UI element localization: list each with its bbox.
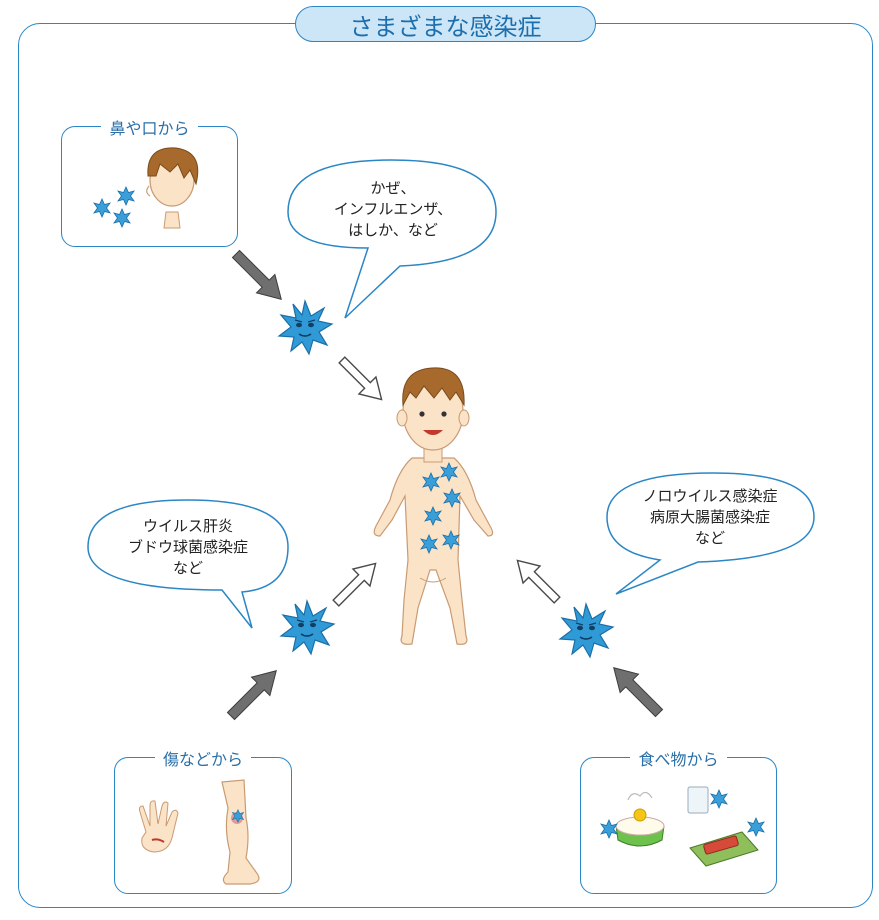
arrow-nose-to-germ — [226, 244, 291, 309]
diagram-title: さまざまな感染症 — [295, 6, 596, 42]
bubble-wound — [87, 499, 289, 629]
disease-list-airborne: かぜ、 インフルエンザ、 はしか、など — [298, 178, 488, 241]
arrow-wound-to-germ — [221, 661, 286, 726]
arrow-germ-to-body-left — [326, 554, 385, 613]
disease-list-wound: ウイルス肝炎 ブドウ球菌感染症 など — [92, 516, 284, 579]
source-box-nose-mouth: 鼻や口から — [61, 119, 238, 247]
child-figure — [373, 367, 494, 645]
bubble-airborne — [287, 159, 497, 319]
disease-airborne-line-1: かぜ、 — [370, 179, 416, 197]
arrow-germ-to-body-top — [332, 350, 391, 409]
disease-food-line-1: ノロウイルス感染症 — [642, 487, 778, 505]
disease-list-food: ノロウイルス感染症 病原大腸菌感染症 など — [610, 486, 810, 549]
disease-food-line-2: 病原大腸菌感染症 — [649, 508, 770, 526]
source-label-nose-mouth: 鼻や口から — [101, 119, 198, 138]
source-label-food: 食べ物から — [630, 750, 727, 769]
disease-food-line-3: など — [694, 529, 725, 547]
injured-hand-icon — [138, 800, 179, 853]
food-icon — [600, 786, 765, 867]
arrow-germ-to-body-right — [508, 551, 567, 610]
disease-wound-line-2: ブドウ球菌感染症 — [127, 538, 248, 556]
disease-airborne-line-2: インフルエンザ、 — [333, 200, 453, 218]
germ-icon-airborne — [278, 300, 333, 355]
germ-icon-food — [559, 603, 614, 658]
disease-wound-line-3: など — [172, 559, 203, 577]
disease-airborne-line-3: はしか、など — [348, 221, 438, 239]
injured-leg-icon — [221, 779, 260, 885]
boy-sneezing-icon — [93, 147, 199, 229]
source-label-wounds: 傷などから — [154, 750, 251, 769]
germ-icon-wound — [280, 600, 335, 655]
bubble-food — [606, 472, 815, 595]
disease-wound-line-1: ウイルス肝炎 — [142, 517, 233, 535]
arrow-food-to-germ — [604, 658, 669, 723]
